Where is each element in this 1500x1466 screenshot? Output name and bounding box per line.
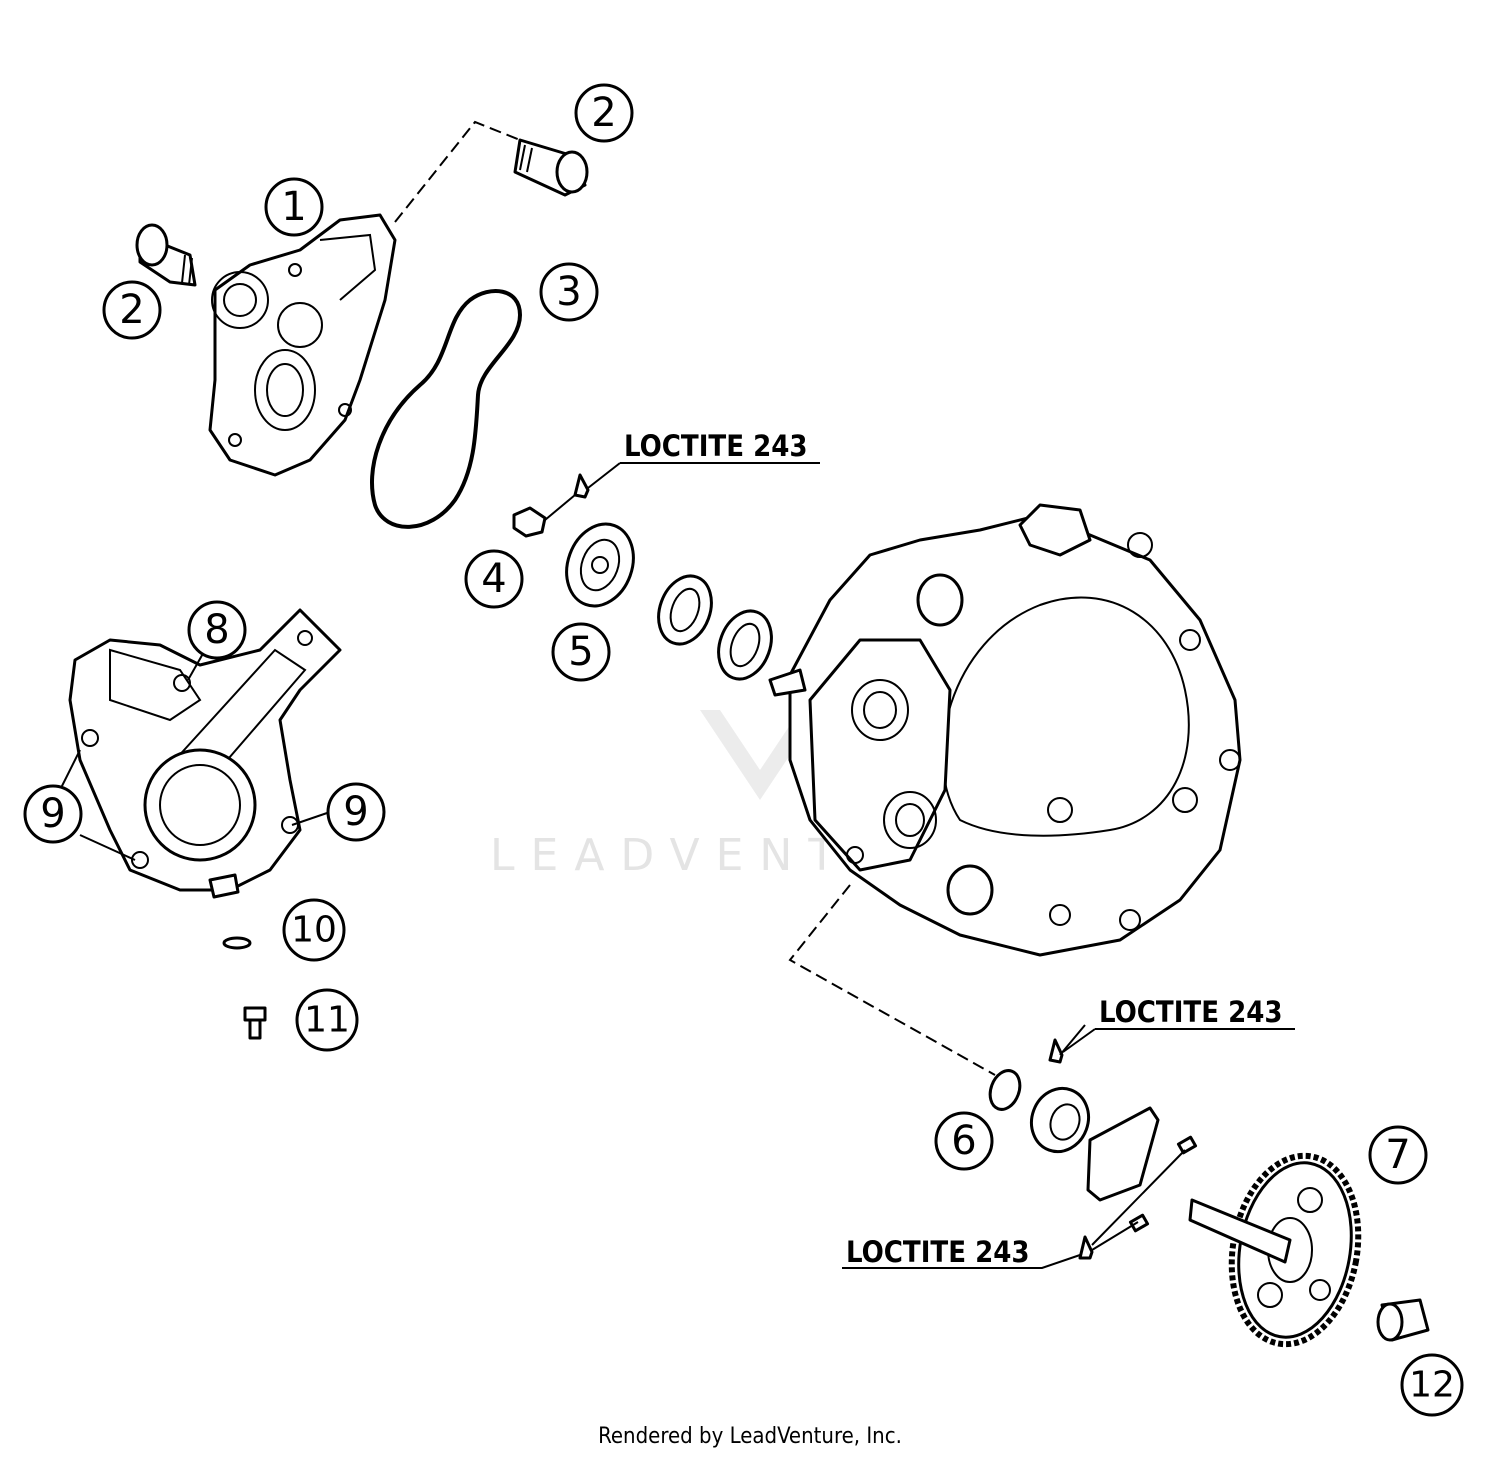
callout-9a: 9 [23, 784, 83, 844]
svg-text:3: 3 [556, 269, 581, 315]
pump-housing [208, 213, 397, 477]
svg-text:10: 10 [291, 910, 337, 951]
callout-12: 12 [1400, 1353, 1464, 1417]
svg-text:8: 8 [204, 607, 229, 653]
footer-credit: Rendered by LeadVenture, Inc. [598, 1424, 902, 1449]
leader-dashed-cover [788, 884, 996, 1076]
leader-9a [59, 749, 81, 791]
callout-11: 11 [295, 988, 359, 1052]
callout-5: 5 [551, 622, 611, 682]
callout-4: 4 [464, 549, 524, 609]
bushing-left [135, 223, 197, 287]
screw [243, 1006, 267, 1040]
washer [222, 936, 252, 950]
o-ring-gasket [370, 289, 523, 529]
shaft-seals [657, 574, 773, 681]
water-pump-cover [68, 608, 342, 899]
svg-text:LOCTITE 243: LOCTITE 243 [1099, 995, 1283, 1029]
callout-9b: 9 [326, 782, 386, 842]
leader-9a-2 [79, 834, 136, 861]
loctite-note-top: LOCTITE 243 [587, 429, 820, 489]
callout-10: 10 [282, 898, 346, 962]
svg-text:LOCTITE 243: LOCTITE 243 [846, 1235, 1030, 1269]
svg-text:6: 6 [951, 1118, 976, 1164]
leader-dashed-housing [394, 120, 521, 223]
bushing-top [513, 138, 589, 197]
callout-8: 8 [187, 600, 247, 660]
loctite-note-bottom: LOCTITE 243 [842, 1235, 1081, 1269]
callout-2a: 2 [102, 280, 162, 340]
callout-3: 3 [539, 262, 599, 322]
callout-2b: 2 [574, 83, 634, 143]
impeller-nut [512, 473, 590, 538]
svg-text:11: 11 [304, 1000, 350, 1041]
svg-text:9: 9 [40, 791, 65, 837]
leader-9b [291, 811, 331, 826]
callout-1: 1 [264, 177, 324, 237]
svg-text:4: 4 [481, 556, 506, 602]
svg-text:5: 5 [568, 629, 593, 675]
svg-text:2: 2 [119, 287, 144, 333]
loctite-note-right: LOCTITE 243 [1062, 995, 1295, 1053]
svg-text:1: 1 [281, 184, 306, 230]
svg-text:9: 9 [343, 789, 368, 835]
svg-text:LOCTITE 243: LOCTITE 243 [624, 429, 808, 463]
drive-gear [1188, 1152, 1362, 1348]
impeller [565, 522, 635, 608]
bushing-12 [1376, 1298, 1430, 1342]
small-screws [1078, 1135, 1198, 1260]
svg-text:12: 12 [1409, 1365, 1455, 1406]
bearing-assembly [988, 1024, 1160, 1202]
callout-7: 7 [1368, 1125, 1428, 1185]
clutch-cover [768, 503, 1242, 957]
svg-text:7: 7 [1385, 1132, 1410, 1178]
svg-text:2: 2 [591, 90, 616, 136]
callout-6: 6 [934, 1111, 994, 1171]
